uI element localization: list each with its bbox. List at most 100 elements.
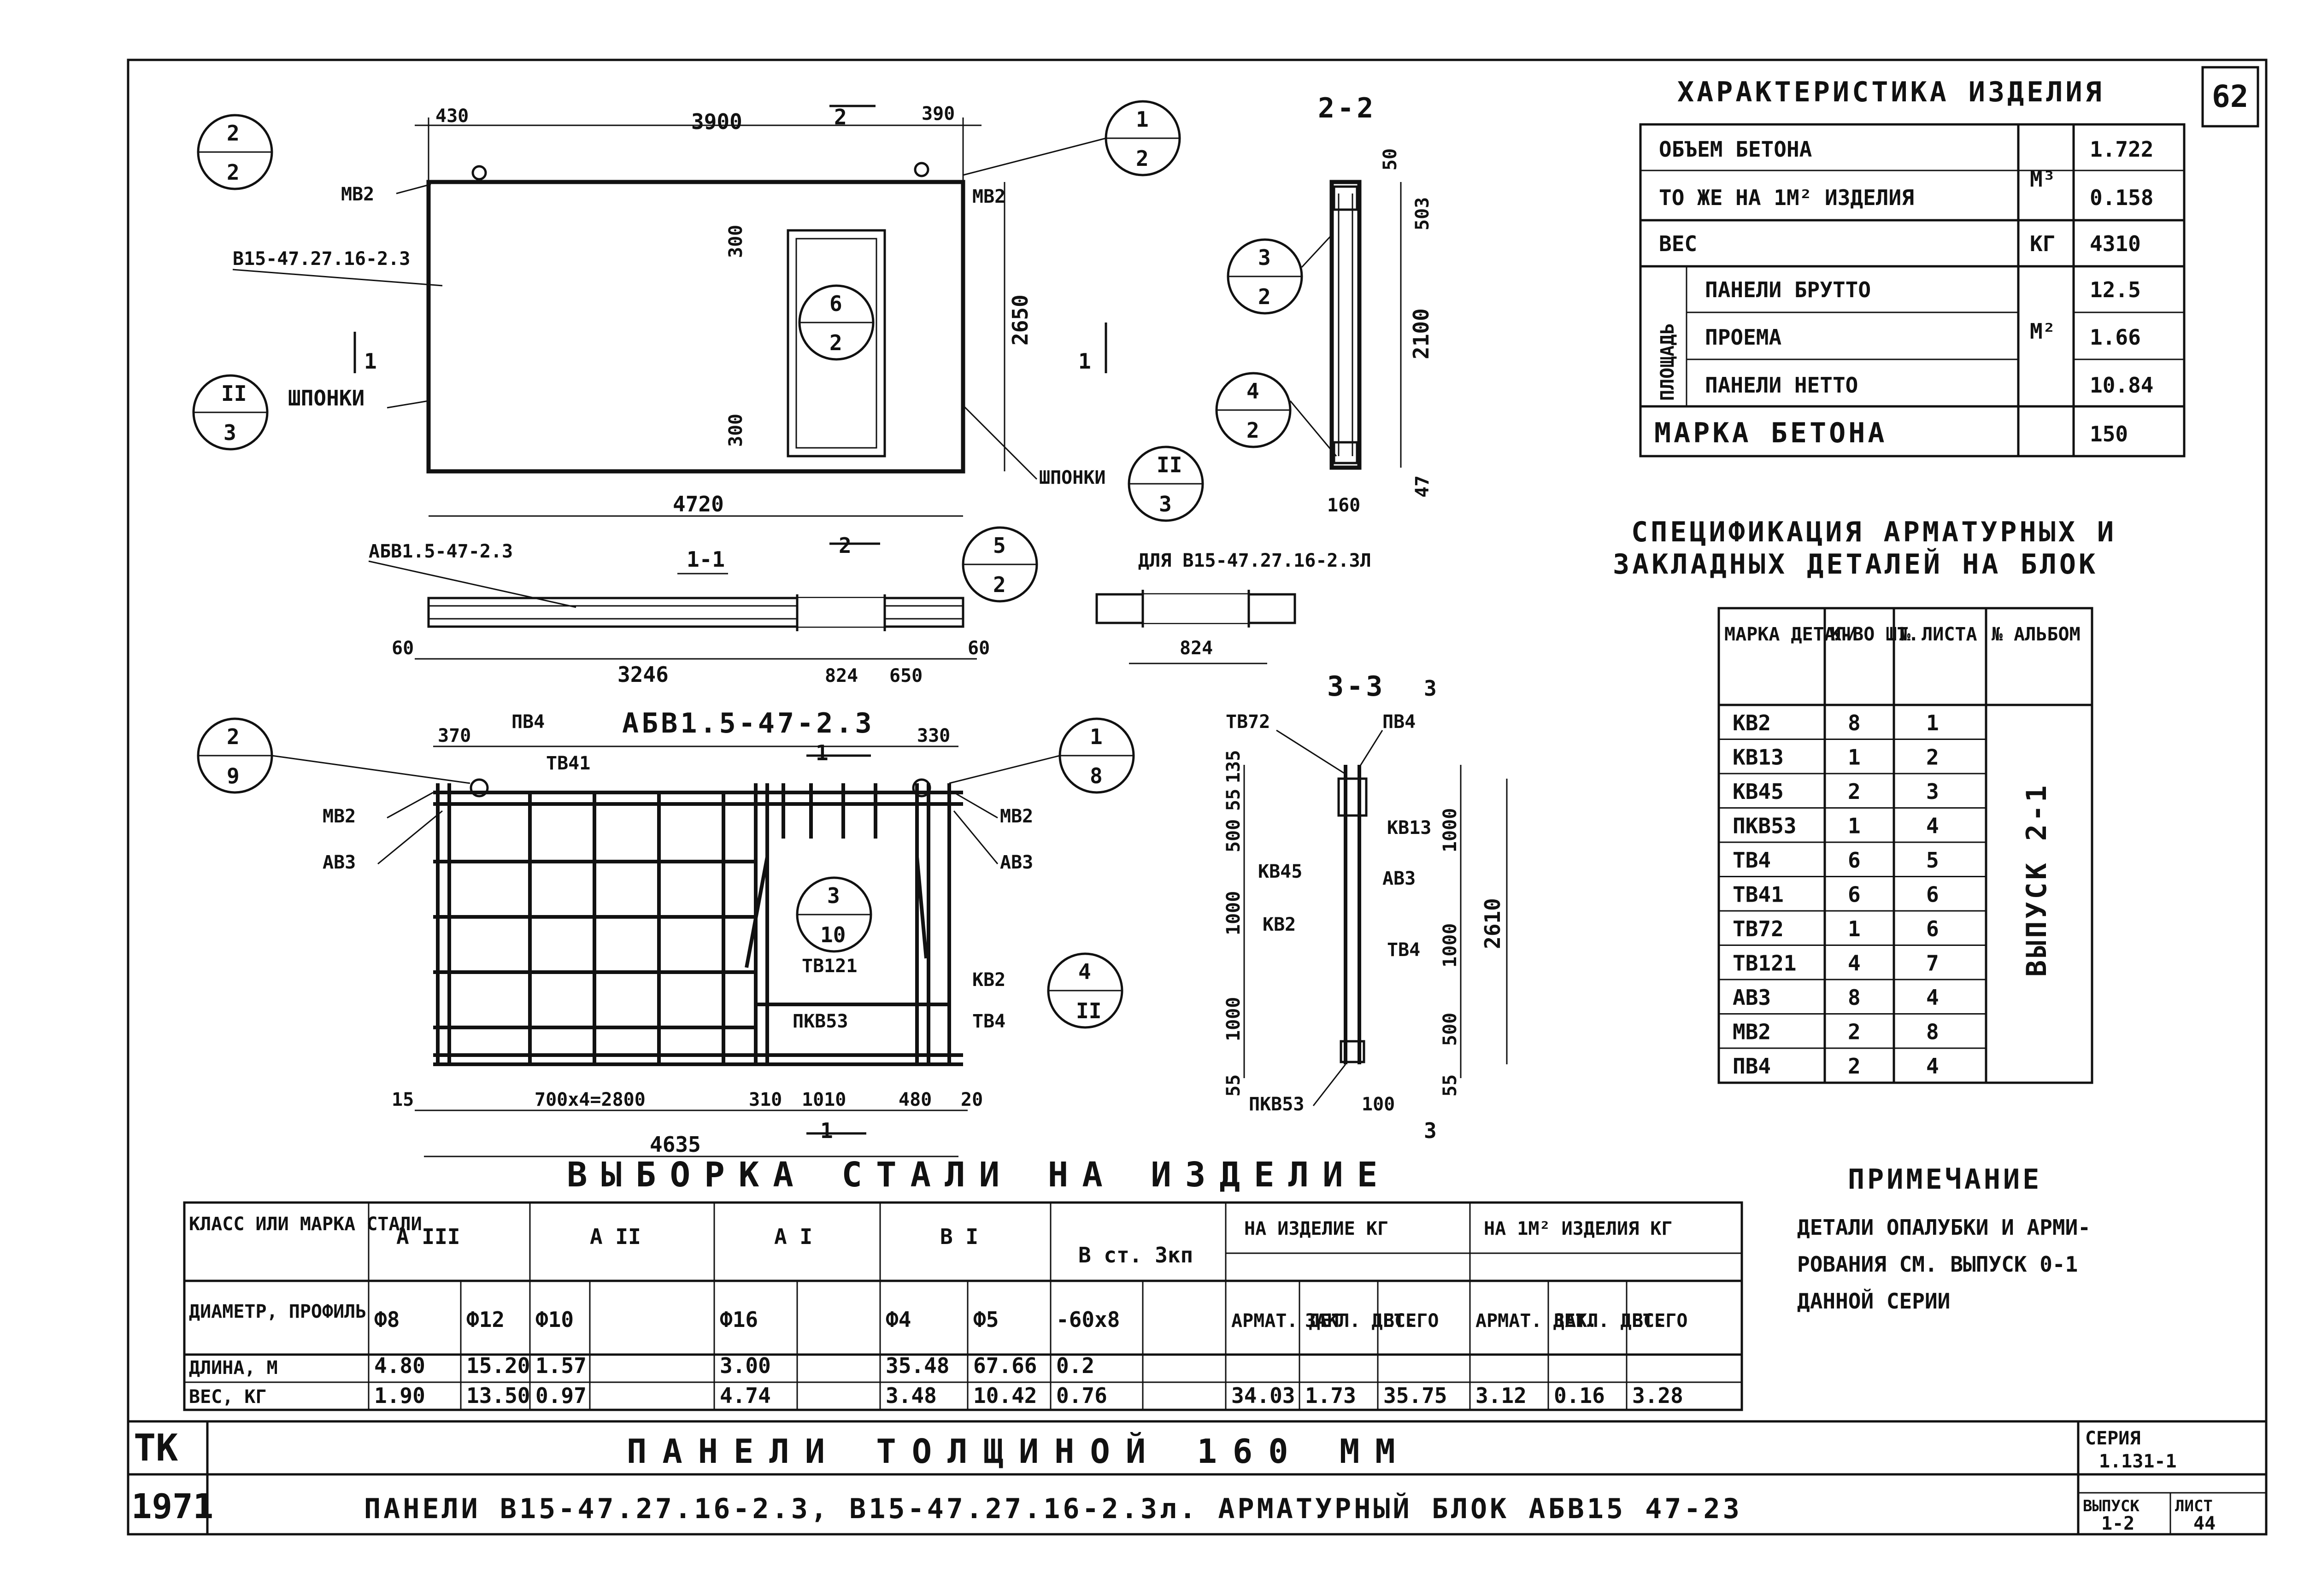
steel-cell-diam: Ф16: [720, 1307, 758, 1332]
steel-cell-weight: 35.75: [1383, 1383, 1447, 1408]
steel-cell-diam: -60х8: [1056, 1307, 1120, 1332]
steel-cell-diam: ЗАКЛ. ДЕТ.: [1305, 1310, 1416, 1332]
callout-circle: 32: [1227, 234, 1333, 315]
spec-table: СПЕЦИФИКАЦИЯ АРМАТУРНЫХ И ЗАКЛАДНЫХ ДЕТА…: [1613, 516, 2114, 1084]
spec-cell: 2: [1848, 1020, 1861, 1044]
section-2-2: 2-2 50 503 2100 47 160: [1318, 92, 1434, 516]
section-2-2-dim: 47: [1412, 475, 1433, 498]
char-label-net: ПАНЕЛИ НЕТТО: [1705, 373, 1858, 398]
spec-header-album: № АЛЬБОМ: [1992, 624, 2081, 645]
panel-dim: 4720: [673, 492, 724, 516]
steel-title: ВЫБОРКА СТАЛИ НА ИЗДЕЛИЕ: [567, 1155, 1391, 1195]
steel-cell-weight: 34.03: [1231, 1383, 1295, 1408]
section-3-3-dim: 500: [1440, 1013, 1461, 1046]
section-3-3-dim: 1000: [1440, 923, 1461, 968]
block-dim: 20: [961, 1089, 983, 1110]
section-3-3-dim: 1000: [1223, 891, 1244, 935]
sheet-label: ЛИСТ: [2175, 1497, 2213, 1515]
panel-dim: 430: [435, 106, 469, 127]
spec-cell: ПКВ53: [1733, 814, 1796, 839]
section-1-1-dim: 60: [968, 638, 990, 659]
section-3-3-label: КВ2: [1263, 914, 1296, 935]
callout-circle: 18: [949, 717, 1135, 794]
title-block: ТК 1971 ПАНЕЛИ ТОЛЩИНОЙ 160 ММ ПАНЕЛИ В1…: [128, 1420, 2266, 1534]
spec-cell: 8: [1926, 1020, 1939, 1044]
section-3-3-label: АВ3: [1382, 868, 1416, 889]
block-dim: 15: [392, 1089, 414, 1110]
spec-cell: 6: [1926, 916, 1939, 941]
section-1-1-label: АБВ1.5-47-2.3: [369, 541, 513, 562]
block-label: ТВ121: [802, 956, 857, 977]
cut-mark: 3: [1424, 676, 1437, 701]
section-3-3-dim: 55: [1223, 1074, 1244, 1097]
steel-cell-weight: 10.42: [973, 1383, 1037, 1408]
section-3-3-label: ПКВ53: [1249, 1094, 1304, 1115]
spec-cell: ТВ121: [1733, 951, 1796, 976]
char-value-grade: 150: [2090, 422, 2128, 446]
spec-cell: ТВ41: [1733, 882, 1784, 907]
block-label: ПВ4: [511, 711, 545, 733]
block-dim: 700х4=2800: [535, 1089, 646, 1110]
section-3-3-dim: 2610: [1480, 898, 1505, 949]
section-1-1-variant-dim: 824: [1180, 638, 1213, 659]
svg-text:2: 2: [227, 160, 240, 185]
panel-dim: 2650: [1008, 294, 1033, 346]
panel-elevation: 430 3900 390 300 2650 300 4720 МВ2 МВ2 В…: [232, 103, 1107, 558]
series-value: 1.131-1: [2099, 1451, 2177, 1472]
section-3-3-dim: 100: [1362, 1094, 1395, 1115]
steel-cell-weight: 13.50: [466, 1383, 530, 1408]
spec-cell: 8: [1848, 710, 1861, 735]
char-label-opening: ПРОЕМА: [1705, 325, 1781, 350]
steel-cell-diam: Ф10: [535, 1307, 574, 1332]
section-1-1-title: 1-1: [687, 547, 725, 572]
callout-circle: 22: [197, 114, 273, 190]
spec-cell: 5: [1926, 848, 1939, 873]
spec-cell: 2: [1926, 745, 1939, 770]
spec-cell: 8: [1848, 985, 1861, 1010]
steel-cell-diam: ВСЕГО: [1383, 1310, 1439, 1332]
section-3-3: 3-3 ТВ72 ПВ4 КВ13 КВ45 АВ3 КВ2 ТВ4 ПКВ53…: [1223, 670, 1508, 1143]
steel-cell-diam: АРМАТ. ДЕТ: [1231, 1310, 1342, 1332]
section-1-1-variant-label: ДЛЯ В15-47.27.16-2.3Л: [1138, 550, 1371, 571]
section-3-3-dim: 500: [1223, 819, 1244, 852]
steel-cell-diam: Ф12: [466, 1307, 505, 1332]
steel-header-diam: ДИАМЕТР, ПРОФИЛЬ: [189, 1301, 366, 1322]
block-label: ПКВ53: [793, 1011, 848, 1032]
steel-cell-length: 15.20: [466, 1353, 530, 1378]
block-dim: 480: [899, 1089, 932, 1110]
sheet-number: 62: [2212, 79, 2248, 114]
panel-mark-label: В15-47.27.16-2.3: [233, 248, 410, 270]
char-value-weight: 4310: [2090, 231, 2141, 256]
steel-cell-weight: 1.90: [374, 1383, 425, 1408]
steel-cell-diam: ЗАКЛ. ДЕТ.: [1554, 1310, 1665, 1332]
cut-mark: 1: [1078, 349, 1091, 374]
char-unit-area: М²: [2030, 319, 2055, 344]
svg-text:9: 9: [227, 763, 240, 788]
steel-cell-weight: 3.28: [1632, 1383, 1683, 1408]
steel-header-bst: В ст. 3кп: [1078, 1243, 1193, 1267]
callout-circle: 52: [962, 526, 1038, 603]
block-label: КВ2: [972, 969, 1005, 991]
section-1-1-dim: 650: [889, 665, 923, 687]
spec-cell: 6: [1848, 848, 1861, 873]
steel-cell-weight: 0.16: [1554, 1383, 1605, 1408]
steel-cell-length: 4.80: [374, 1353, 425, 1378]
characteristics-table: ХАРАКТЕРИСТИКА ИЗДЕЛИЯ ПЛОЩАДЬ ОБЪЕМ БЕТ…: [1639, 76, 2186, 458]
note-line-1: ДЕТАЛИ ОПАЛУБКИ И АРМИ-: [1797, 1215, 2091, 1240]
section-3-3-title: 3-3: [1327, 670, 1385, 703]
spec-cell: 4: [1926, 814, 1939, 839]
svg-text:II: II: [221, 381, 247, 406]
block-title: АБВ1.5-47-2.3: [622, 707, 875, 739]
char-label-per-m2: ТО ЖЕ НА 1М² ИЗДЕЛИЯ: [1659, 185, 1914, 210]
char-unit-weight: КГ: [2030, 231, 2055, 256]
spec-cell: 4: [1926, 1054, 1939, 1079]
char-value-volume: 1.722: [2090, 137, 2153, 162]
steel-header-a3: А III: [396, 1224, 460, 1249]
callout-circle: 29: [197, 717, 470, 794]
lifting-loop: [471, 165, 487, 181]
note: ПРИМЕЧАНИЕ ДЕТАЛИ ОПАЛУБКИ И АРМИ- РОВАН…: [1797, 1163, 2091, 1314]
steel-cell-weight: 3.12: [1475, 1383, 1527, 1408]
spec-cell: 4: [1926, 985, 1939, 1010]
svg-text:2: 2: [1246, 418, 1259, 443]
